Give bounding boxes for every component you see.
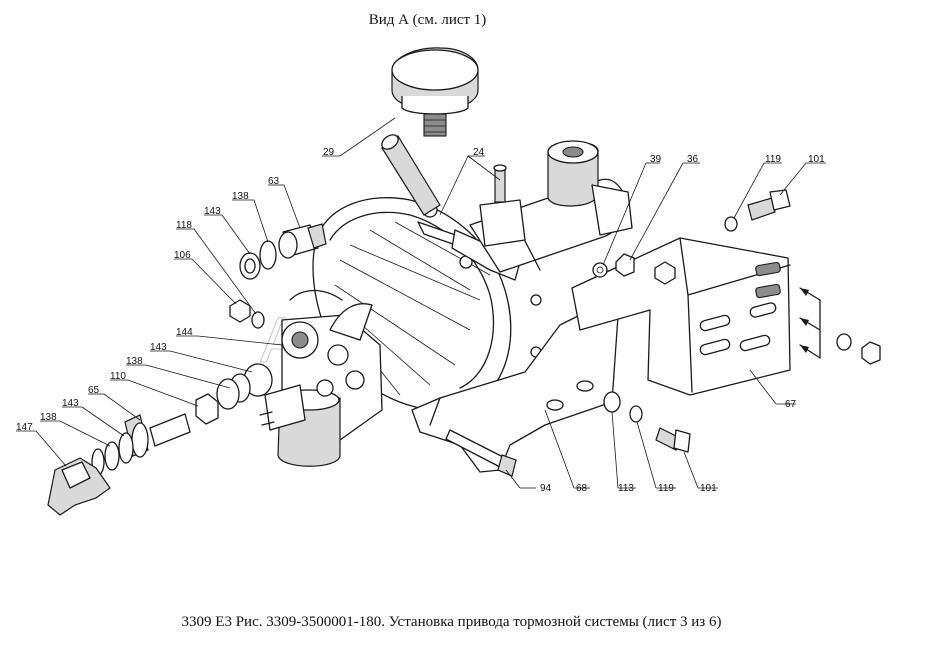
nut-36: [615, 253, 635, 277]
washer-118: [251, 311, 265, 329]
nut-upper: [654, 261, 676, 285]
cap-147: [47, 457, 111, 516]
callout-101b: 101: [700, 483, 717, 494]
view-label: Вид А (см. лист 1): [368, 12, 487, 28]
callout-68: 68: [576, 483, 588, 494]
washer-138a: [259, 240, 277, 270]
callout-138b: 138: [126, 356, 143, 367]
washer-119a: [724, 216, 738, 232]
callout-63: 63: [268, 176, 280, 187]
bolt-94: [445, 429, 517, 477]
callout-143c: 143: [62, 398, 79, 409]
callout-143b: 143: [150, 342, 167, 353]
part-29-filter-cap: [391, 47, 479, 137]
valve-unit: [259, 289, 383, 467]
bolt-101b: [655, 427, 691, 453]
callout-36: 36: [687, 154, 699, 165]
figure-caption: 3309 Е3 Рис. 3309-3500001-180. Установка…: [181, 614, 722, 630]
callout-119b: 119: [658, 483, 674, 494]
callout-138c: 138: [40, 412, 57, 423]
lockwasher-39: [592, 262, 608, 278]
callout-138a: 138: [232, 191, 249, 202]
callout-94: 94: [540, 483, 552, 494]
callout-147: 147: [16, 422, 33, 433]
washer-119b: [629, 405, 643, 423]
callout-39: 39: [650, 154, 662, 165]
direction-arrows: [799, 287, 821, 359]
callout-110: 110: [110, 371, 126, 382]
callout-24: 24: [473, 147, 485, 158]
washer-143c: [118, 432, 134, 464]
callout-119a: 119: [765, 154, 781, 165]
callout-101a: 101: [808, 154, 825, 165]
nut-110: [195, 393, 219, 425]
fitting-65: [124, 413, 191, 458]
fitting-63: [278, 223, 327, 259]
callout-143a: 143: [204, 206, 221, 217]
washer-113: [603, 391, 621, 413]
bracket-67: [571, 237, 791, 396]
nut-106: [229, 299, 251, 323]
bolt-101a: [747, 189, 791, 221]
washer-right: [836, 333, 852, 351]
callout-67: 67: [785, 399, 797, 410]
callout-29: 29: [323, 147, 335, 158]
callout-118: 118: [176, 220, 192, 231]
washer-138c: [104, 441, 120, 471]
bracket-68: [411, 304, 619, 473]
callout-113: 113: [618, 483, 634, 494]
callout-144: 144: [176, 327, 193, 338]
nut-right: [861, 341, 881, 365]
callout-106: 106: [174, 250, 191, 261]
callout-65: 65: [88, 385, 100, 396]
callouts: 29 24 39 36 119 101 63: [16, 117, 826, 494]
master-cylinder: [469, 140, 633, 273]
